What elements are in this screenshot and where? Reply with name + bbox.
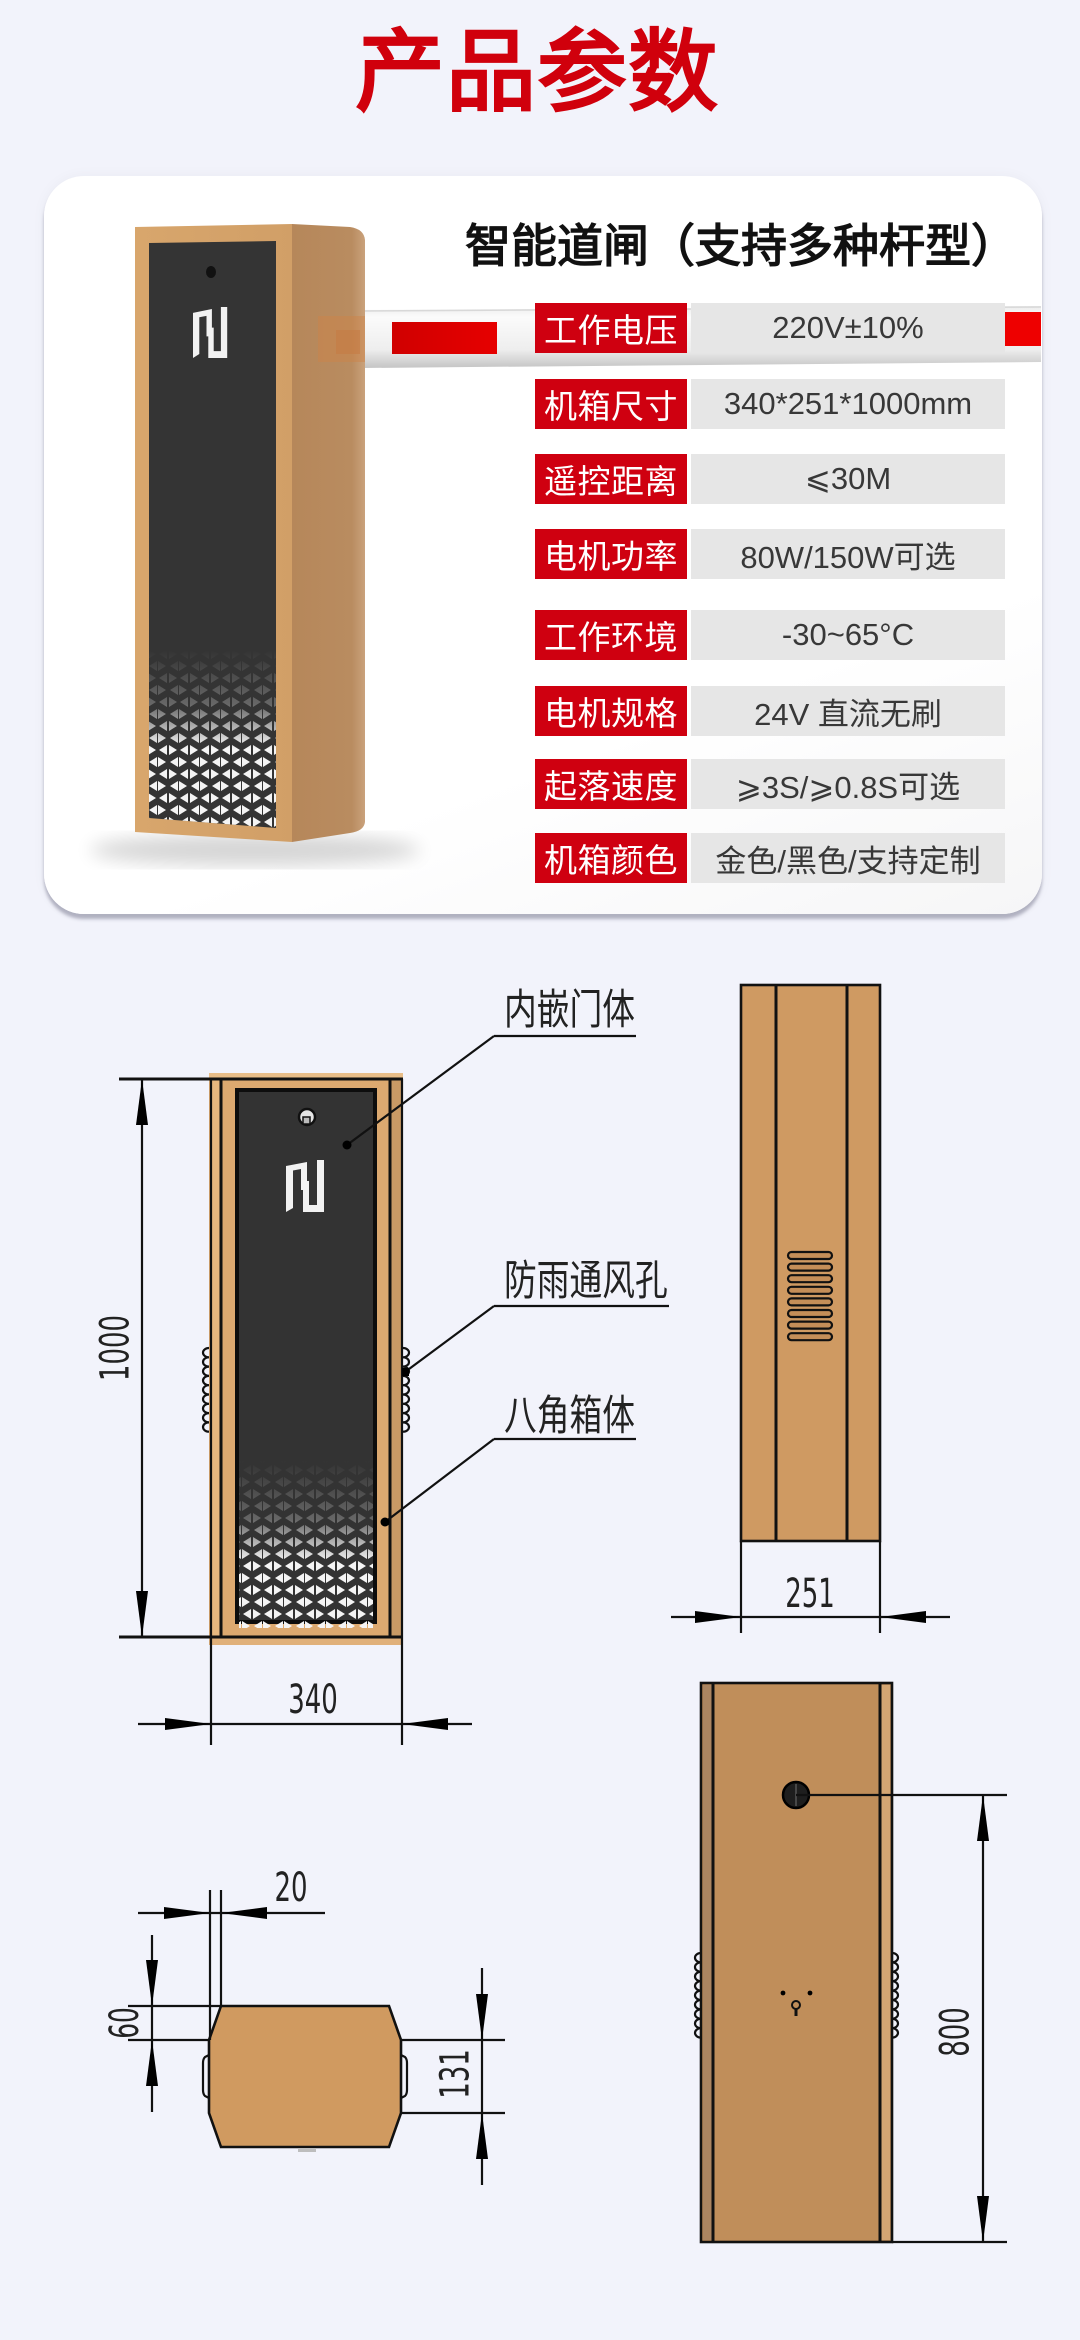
dim-label-hole-height: 800 [932,2007,978,2057]
arrow-down-icon [977,2196,989,2242]
front-view-drawing: 1000 340 内嵌门体 防雨通风孔 八角箱体 [92,985,669,1745]
dim-label-width: 340 [288,1676,338,1722]
leader-line [404,1305,495,1373]
top-view-drawing: 20 60 131 [101,1864,505,2185]
spec-value: ⩽30M [691,454,1005,504]
ground-shadow [90,834,420,866]
dimension-tab-131: 131 [401,1968,505,2185]
page-title: 产品参数 [355,20,719,125]
triangle-vent-pattern [239,1460,373,1628]
dimension-depth-251: 251 [671,1541,950,1633]
arrow-right-icon [164,1907,210,1919]
octagon-section [207,2004,403,2149]
arrow-right-icon [695,1611,741,1623]
arrow-down-icon [476,1994,488,2040]
screw-dot [780,1990,786,1996]
dim-label-depth: 251 [785,1570,835,1616]
spec-row-voltage: 工作电压 220V±10% [535,303,1005,353]
arm-red-stripe [1005,312,1041,346]
cabinet-side-face [292,224,365,842]
arrow-up-icon [977,1795,989,1841]
back-view-drawing: 800 [693,1681,1007,2244]
leader-dot [380,1517,390,1527]
dim-label-chamfer: 20 [274,1864,307,1910]
side-vent-right [402,1346,411,1433]
arrow-up-icon [136,1079,148,1125]
camera-dot [206,266,216,278]
spec-value: ⩾3S/⩾0.8S可选 [691,759,1005,809]
spec-label: 机箱颜色 [535,833,687,883]
spec-value: 金色/黑色/支持定制 [691,833,1005,883]
side-vent-right [891,1951,900,2039]
arrow-left-icon [880,1611,926,1623]
illustration-group [90,224,1041,866]
dim-label-offset: 60 [101,2007,148,2039]
brand-logo-icon [286,1160,324,1212]
spec-row-motor-power: 电机功率 80W/150W可选 [535,529,1005,579]
dimension-offset-60: 60 [101,1935,221,2112]
spec-label: 起落速度 [535,759,687,809]
arrow-left-icon [402,1718,448,1730]
dimension-hole-height-800: 800 [796,1793,1007,2244]
arrow-right-icon [165,1718,211,1730]
tab-left [201,2054,210,2099]
spec-row-motor-spec: 电机规格 24V 直流无刷 [535,686,1005,736]
barrier-gate-illustration [90,224,1041,866]
spec-value: 80W/150W可选 [691,529,1005,579]
dim-label-height: 1000 [92,1315,138,1381]
spec-value: 340*251*1000mm [691,379,1005,429]
spec-row-remote-range: 遥控距离 ⩽30M [535,454,1005,504]
back-body [699,1681,894,2244]
dimension-chamfer-20: 20 [138,1864,325,2040]
technical-drawings: 1000 340 内嵌门体 防雨通风孔 八角箱体 [92,983,1007,2244]
spec-label: 电机功率 [535,529,687,579]
spec-row-environment: 工作环境 -30~65°C [535,610,1005,660]
tab-right [400,2054,409,2099]
callout-label: 八角箱体 [504,1391,635,1440]
spec-row-size: 机箱尺寸 340*251*1000mm [535,379,1005,429]
arm-red-stripe [392,322,497,354]
callout-label: 内嵌门体 [504,985,635,1034]
spec-row-lift-speed: 起落速度 ⩾3S/⩾0.8S可选 [535,759,1005,809]
callout-rainproof-vent: 防雨通风孔 [402,1256,669,1376]
arrow-left-icon [221,1907,267,1919]
side-vent-left [201,1346,210,1433]
arrow-down-icon [136,1591,148,1637]
dimension-width-340: 340 [138,1676,472,1730]
screw-dot [807,1990,813,1996]
arrow-down-icon [146,1960,158,2006]
dimension-height-1000: 1000 [92,1079,148,1637]
leader-dot [342,1140,352,1150]
spec-row-color: 机箱颜色 金色/黑色/支持定制 [535,833,1005,883]
side-vent-left [693,1951,702,2039]
spec-label: 工作环境 [535,610,687,660]
spec-label: 工作电压 [535,303,687,353]
dim-label-tab-span: 131 [432,2049,478,2099]
leader-line [384,1438,495,1523]
spec-label: 电机规格 [535,686,687,736]
arrow-up-icon [476,2113,488,2159]
arrow-up-icon [146,2040,158,2086]
vent-slots-icon [786,1250,834,1342]
spec-label: 机箱尺寸 [535,379,687,429]
card-heading: 智能道闸（支持多种杆型） [465,219,1017,273]
callout-label: 防雨通风孔 [504,1256,668,1305]
gate-cabinet [135,224,365,842]
spec-value: 24V 直流无刷 [691,686,1005,736]
callout-embedded-door: 内嵌门体 [342,985,636,1150]
triangle-vent-pattern [149,650,276,828]
spec-value: -30~65°C [691,610,1005,660]
brand-logo-icon [193,307,228,358]
callout-octagonal-box: 八角箱体 [380,1391,636,1527]
leader-line [346,1035,495,1146]
spec-label: 遥控距离 [535,454,687,504]
spec-value: 220V±10% [691,303,1005,353]
side-view-drawing: 251 [671,983,950,1633]
